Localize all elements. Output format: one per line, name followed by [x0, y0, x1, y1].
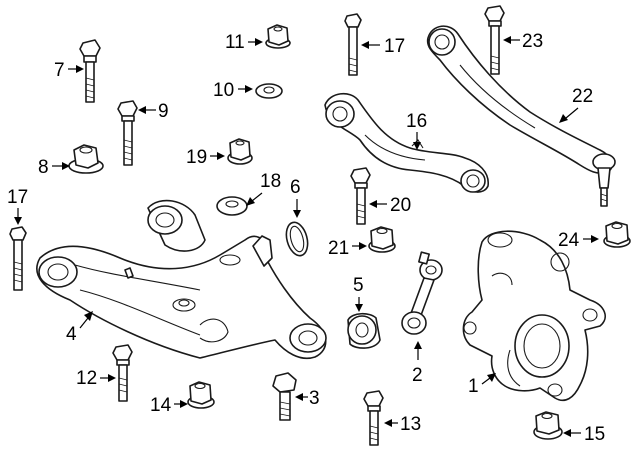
upper-control-arm-part-16[interactable] [324, 92, 489, 193]
flange-nut-part-8[interactable] [68, 144, 104, 174]
callout-11: 11 [225, 32, 263, 53]
bolt-part-13[interactable] [363, 390, 384, 446]
bushing-part-5[interactable] [347, 312, 381, 349]
nut-part-24[interactable] [603, 221, 631, 248]
callout-12: 12 [76, 368, 116, 389]
callout-16: 16 [406, 111, 427, 150]
callout-24: 24 [558, 230, 599, 251]
callout-10: 10 [213, 80, 253, 101]
callout-18: 18 [246, 171, 281, 206]
callout-23: 23 [503, 31, 543, 52]
callout-19: 19 [186, 147, 225, 168]
nut-part-21[interactable] [368, 226, 396, 253]
svg-text:1: 1 [468, 376, 479, 397]
callout-3: 3 [295, 388, 320, 409]
svg-text:23: 23 [522, 31, 543, 52]
bolt-part-23[interactable] [484, 5, 505, 75]
svg-text:22: 22 [572, 86, 593, 107]
svg-text:16: 16 [406, 111, 427, 132]
cap-part-18[interactable] [216, 196, 248, 216]
bolt-part-3[interactable] [272, 372, 297, 421]
callout-13: 13 [384, 414, 421, 435]
bolt-part-12[interactable] [112, 344, 133, 402]
callout-4: 4 [66, 311, 93, 345]
stabilizer-link-part-2[interactable] [401, 251, 443, 335]
svg-text:17: 17 [7, 187, 28, 208]
lower-control-arm-part-4[interactable] [36, 199, 327, 359]
wheel-carrier-knuckle-part-1[interactable] [462, 230, 606, 402]
bolt-part-17-left[interactable] [9, 226, 27, 291]
callout-9: 9 [138, 101, 169, 122]
callout-21: 21 [328, 238, 367, 259]
svg-text:12: 12 [76, 368, 97, 389]
svg-text:20: 20 [390, 195, 411, 216]
svg-text:10: 10 [213, 80, 234, 101]
nut-part-14[interactable] [187, 381, 215, 409]
svg-text:5: 5 [353, 275, 364, 296]
washer-part-10[interactable] [255, 83, 283, 99]
nut-part-11[interactable] [265, 24, 291, 49]
svg-text:8: 8 [38, 157, 49, 178]
nut-part-15[interactable] [533, 411, 563, 440]
bolt-part-20[interactable] [350, 167, 371, 225]
svg-text:3: 3 [309, 388, 320, 409]
callout-1: 1 [468, 373, 496, 397]
svg-text:7: 7 [54, 60, 65, 81]
svg-text:11: 11 [225, 32, 245, 53]
bolt-part-9[interactable] [117, 100, 138, 166]
callout-7: 7 [54, 60, 84, 81]
svg-text:18: 18 [260, 171, 281, 192]
svg-text:15: 15 [584, 424, 605, 445]
svg-text:17: 17 [384, 36, 405, 57]
svg-text:24: 24 [558, 230, 580, 251]
control-arm-ball-joint-part-22[interactable] [426, 25, 616, 207]
svg-text:2: 2 [412, 365, 423, 386]
svg-text:19: 19 [186, 147, 207, 168]
callout-2: 2 [412, 341, 423, 386]
nut-part-19[interactable] [227, 138, 253, 165]
callout-5: 5 [353, 275, 364, 312]
callout-20: 20 [369, 195, 411, 216]
callout-17-left: 17 [7, 187, 28, 225]
callout-6: 6 [290, 177, 301, 218]
svg-text:6: 6 [290, 177, 301, 198]
bolt-part-7[interactable] [79, 39, 101, 103]
callout-22: 22 [559, 86, 593, 123]
svg-text:9: 9 [158, 101, 169, 122]
seal-ring-part-6[interactable] [283, 220, 311, 258]
callout-15: 15 [563, 424, 605, 445]
callout-8: 8 [38, 157, 70, 178]
callout-17-top: 17 [361, 36, 405, 57]
bolt-part-17-top[interactable] [344, 13, 362, 76]
svg-text:4: 4 [66, 324, 77, 345]
svg-text:13: 13 [400, 414, 421, 435]
svg-text:21: 21 [328, 238, 349, 259]
callout-14: 14 [150, 395, 188, 416]
svg-text:14: 14 [150, 395, 172, 416]
